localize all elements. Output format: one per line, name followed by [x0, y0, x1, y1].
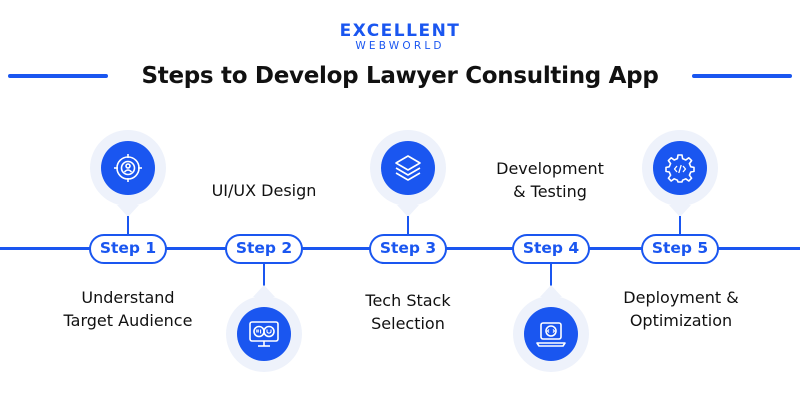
page-title: Steps to Develop Lawyer Consulting App — [141, 63, 659, 89]
brand-logo: EXCELLENT WEBWORLD — [300, 22, 500, 52]
step-4-pill: Step 4 — [512, 234, 590, 264]
layers-stack-icon — [395, 155, 421, 181]
step-2-connector — [263, 264, 265, 288]
step-3-label: Tech Stack Selection — [365, 291, 451, 333]
step-3-badge — [370, 130, 446, 206]
gear-code-icon — [665, 154, 695, 183]
step-2-pointer — [253, 285, 275, 297]
step-1-label: Understand Target Audience — [63, 288, 193, 330]
step-5-pointer — [669, 205, 691, 217]
step-1-pill: Step 1 — [89, 234, 167, 264]
step-5-connector — [679, 216, 681, 236]
step-4-label: Development & Testing — [496, 159, 604, 201]
step-3-connector — [407, 216, 409, 236]
title-rule-left — [8, 74, 108, 78]
step-5-pill: Step 5 — [641, 234, 719, 264]
ui-ux-monitor-icon — [249, 321, 279, 347]
step-2-badge — [226, 296, 302, 372]
target-audience-icon — [114, 154, 142, 182]
step-5-label: Deployment & Optimization — [623, 288, 739, 330]
step-1-connector — [127, 216, 129, 236]
step-4-badge — [513, 296, 589, 372]
laptop-code-icon — [536, 322, 566, 347]
step-5-badge — [642, 130, 718, 206]
title-rule-right — [692, 74, 792, 78]
step-4-connector — [550, 264, 552, 288]
step-1-badge — [90, 130, 166, 206]
logo-text-bottom: WEBWORLD — [355, 40, 445, 52]
step-3-pill: Step 3 — [369, 234, 447, 264]
logo-text-top: EXCELLENT — [339, 21, 461, 41]
step-3-pointer — [397, 205, 419, 217]
step-4-pointer — [540, 285, 562, 297]
step-2-label: UI/UX Design — [211, 181, 317, 200]
step-1-pointer — [117, 205, 139, 217]
step-2-pill: Step 2 — [225, 234, 303, 264]
